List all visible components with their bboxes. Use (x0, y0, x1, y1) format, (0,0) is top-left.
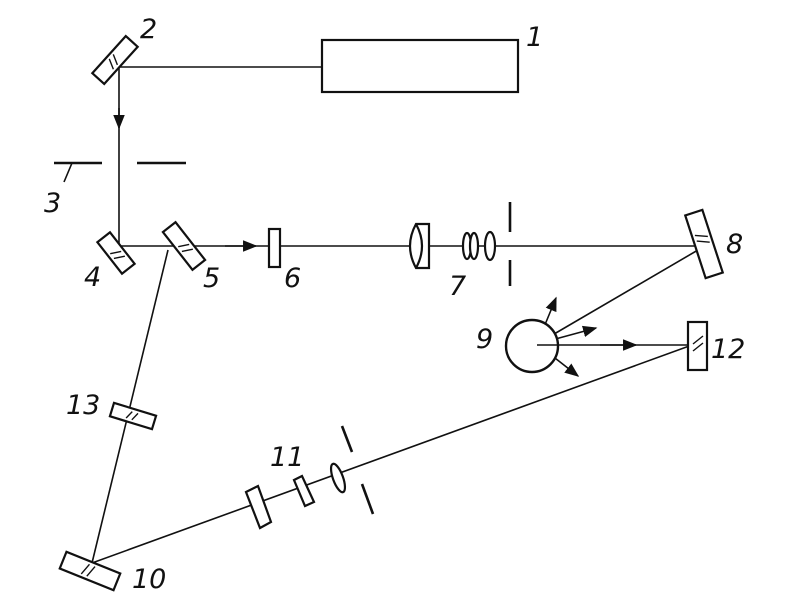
beamsplitter-5 (161, 220, 207, 272)
direction-arrows (113, 108, 638, 377)
mirror-12 (686, 320, 709, 372)
label-5: 5 (203, 263, 220, 294)
label-13: 13 (66, 390, 100, 421)
beam-mirror-10-to-mirror-5 (91, 249, 169, 564)
label-2: 2 (140, 14, 157, 45)
label-10: 10 (132, 564, 166, 595)
beam-paths (91, 62, 699, 564)
plate-6 (267, 227, 282, 269)
lens-group-7 (408, 202, 512, 286)
mirror-8 (683, 208, 725, 280)
mirror-2 (90, 34, 140, 86)
label-4: 4 (84, 262, 101, 293)
sample-sphere-9 (504, 318, 560, 374)
diaphragm-3 (54, 161, 186, 183)
label-12: 12 (711, 334, 745, 365)
label-8: 8 (726, 229, 743, 260)
mirror-10 (58, 550, 122, 592)
label-3: 3 (44, 188, 61, 219)
label-6: 6 (284, 263, 301, 294)
label-9: 9 (476, 324, 493, 355)
plate-13 (108, 401, 158, 431)
label-11: 11 (270, 442, 304, 473)
laser-source (320, 38, 520, 94)
beam-mirror-8-to-sample (536, 249, 699, 345)
mirror-4 (95, 230, 137, 276)
label-1: 1 (526, 22, 543, 53)
lens-group-11 (244, 425, 375, 530)
leader-line (63, 162, 73, 183)
label-7: 7 (449, 271, 466, 302)
component-labels: 1 2 3 4 5 6 7 8 9 10 11 12 13 (44, 14, 745, 595)
beam-mirror-12-to-mirror-10 (91, 344, 693, 564)
